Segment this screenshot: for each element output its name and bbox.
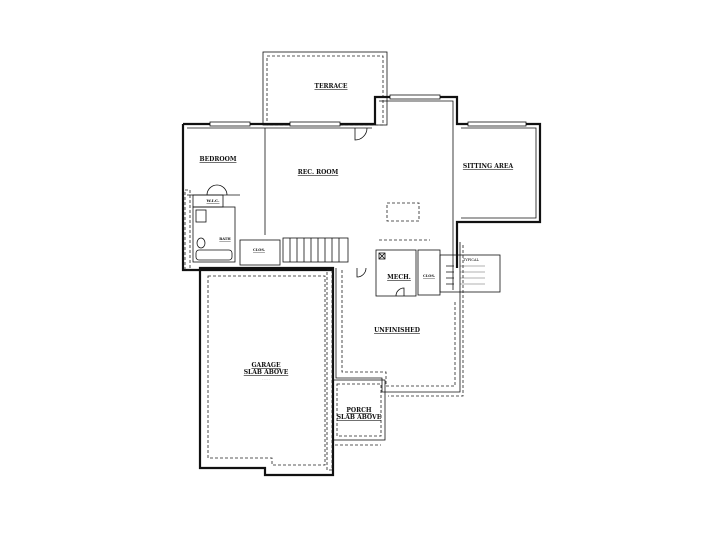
porch: PORCH SLAB ABOVE [332,379,386,446]
rec-room: REC. ROOM [282,127,368,263]
garage: GARAGE SLAB ABOVE · · · · · [198,266,335,477]
bedroom-label: BEDROOM [200,156,237,163]
svg-text:· · · · ·: · · · · · [262,377,271,381]
unfinished-label: UNFINISHED [374,327,420,334]
mech-room: MECH. CLOS. [375,249,441,297]
rec-room-label: REC. ROOM [298,169,339,176]
porch-sub-label: SLAB ABOVE [337,414,382,421]
bathtub-icon [195,249,233,261]
window [289,121,341,127]
bath-label: BATH [219,237,231,241]
terrace-label: TERRACE [314,83,347,90]
sink-icon [195,209,207,223]
window [467,121,527,127]
closet-right-label: CLOS. [423,274,435,278]
bath-area: W.I.C. BATH CLOS. [184,189,281,271]
legend-title: TYPICAL [463,258,480,262]
exterior-walls [181,94,542,290]
center-room [379,202,430,241]
garage-label: GARAGE [251,362,281,369]
terrace: TERRACE [262,51,388,126]
legend: TYPICAL [439,254,501,293]
wic-label: W.I.C. [205,198,220,203]
mech-label: MECH. [387,274,411,281]
sitting-area-label: SITTING AREA [463,163,514,170]
closet-label: CLOS. [253,248,265,252]
window [389,94,441,100]
bedroom: BEDROOM [187,128,266,235]
unfinished: UNFINISHED [335,242,464,397]
garage-sub-label: SLAB ABOVE [244,369,289,376]
window [209,121,251,127]
porch-label: PORCH [346,407,372,414]
stairs [282,237,349,263]
toilet-icon [196,237,206,249]
